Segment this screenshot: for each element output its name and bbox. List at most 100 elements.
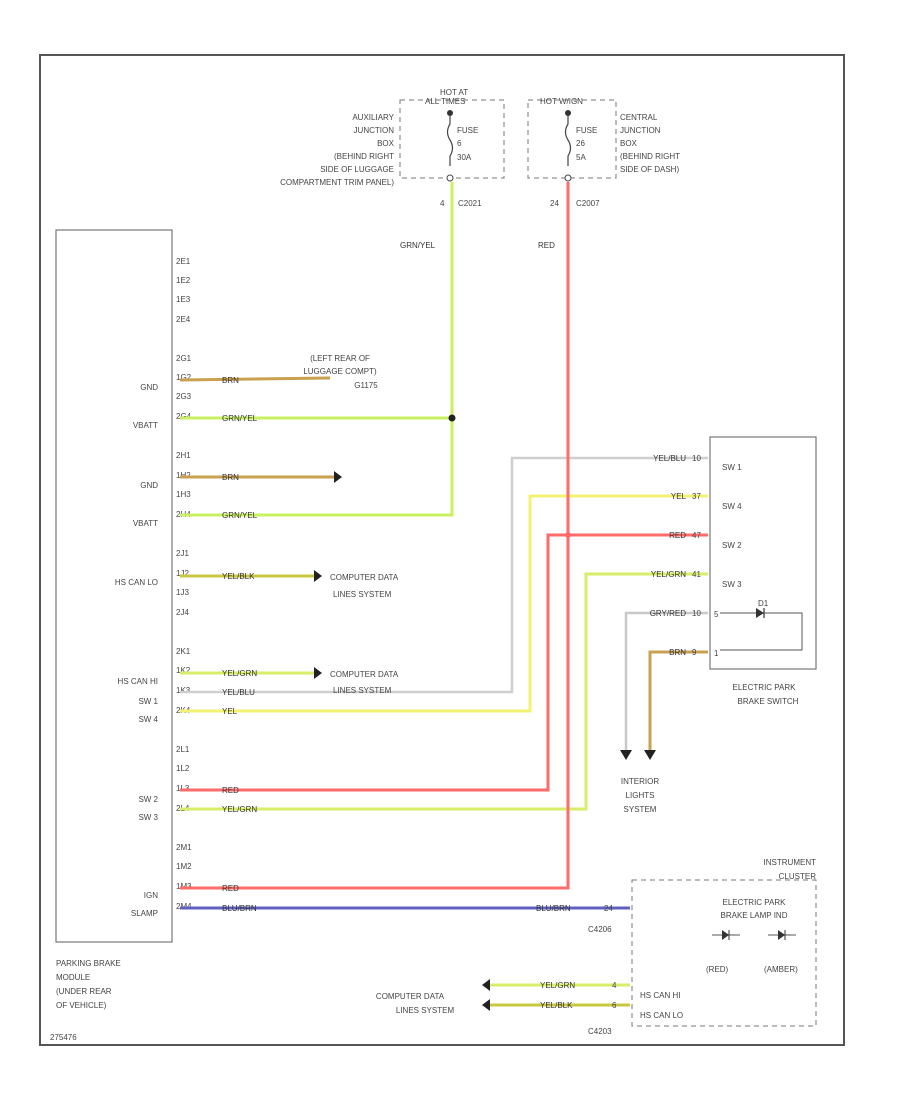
fuse-right-wire-color: RED [538, 241, 555, 250]
svg-text:1M2: 1M2 [176, 862, 192, 871]
svg-text:(LEFT REAR OF: (LEFT REAR OF [310, 354, 370, 363]
svg-text:2J4: 2J4 [176, 608, 189, 617]
svg-text:RED: RED [669, 531, 686, 540]
svg-text:2L1: 2L1 [176, 745, 190, 754]
svg-text:VBATT: VBATT [133, 519, 158, 528]
svg-text:1E3: 1E3 [176, 295, 191, 304]
svg-text:SW 1: SW 1 [138, 697, 158, 706]
switch-pin-numbers: 10 37 47 41 10 9 [692, 454, 701, 657]
wire-gryred [624, 611, 708, 752]
svg-text:YEL/GRN: YEL/GRN [222, 805, 257, 814]
svg-text:9: 9 [692, 648, 697, 657]
svg-text:1J2: 1J2 [176, 569, 189, 578]
module-caption: PARKING BRAKE MODULE (UNDER REAR OF VEHI… [56, 959, 121, 1010]
aux-location-3: BOX [377, 139, 395, 148]
svg-text:LINES SYSTEM: LINES SYSTEM [396, 1006, 455, 1015]
fuse-right-num: 26 [576, 139, 585, 148]
diode-label: D1 [758, 599, 769, 608]
wire-brn-sw [648, 650, 708, 752]
svg-text:SYSTEM: SYSTEM [624, 805, 657, 814]
svg-text:HOT AT: HOT AT [440, 88, 468, 97]
switch-pin-labels: SW 1 SW 4 SW 2 SW 3 5 1 [714, 463, 742, 658]
fuse-right-amps: 5A [576, 153, 586, 162]
svg-text:LUGGAGE COMPT): LUGGAGE COMPT) [303, 367, 377, 376]
fuse-left-num: 6 [457, 139, 462, 148]
fuse-right-name: FUSE [576, 126, 597, 135]
aux-location-2: JUNCTION [354, 126, 395, 135]
cluster-canlo-wire: YEL/BLK [540, 1001, 573, 1010]
svg-text:CLUSTER: CLUSTER [779, 872, 817, 881]
svg-text:SW 3: SW 3 [138, 813, 158, 822]
svg-text:BRN: BRN [222, 376, 239, 385]
cluster-lamp-label: ELECTRIC PARK BRAKE LAMP IND [721, 898, 788, 920]
svg-text:1G2: 1G2 [176, 373, 192, 382]
wire-sw1 [180, 456, 708, 694]
interior-lights-label: INTERIOR LIGHTS SYSTEM [621, 777, 659, 814]
lamp-red-label: (RED) [706, 965, 729, 974]
switch-diode-circuit [720, 612, 803, 651]
park-brake-switch [709, 436, 817, 670]
ground-arrow-2 [334, 471, 342, 483]
svg-text:2K1: 2K1 [176, 647, 191, 656]
svg-text:GRN/YEL: GRN/YEL [222, 511, 258, 520]
aux-location-6: COMPARTMENT TRIM PANEL) [280, 178, 394, 187]
svg-text:LINES SYSTEM: LINES SYSTEM [333, 686, 392, 695]
central-location-2: JUNCTION [620, 126, 661, 135]
cluster-can-hi: HS CAN HI [640, 991, 680, 1000]
svg-text:1K2: 1K2 [176, 666, 191, 675]
wire-gnd1 [179, 376, 331, 382]
svg-text:RED: RED [222, 884, 239, 893]
fuse-right-bottom-terminal [564, 174, 572, 182]
svg-text:2G1: 2G1 [176, 354, 192, 363]
svg-text:SW 2: SW 2 [722, 541, 742, 550]
diagram-frame [39, 54, 845, 1046]
svg-text:2J1: 2J1 [176, 549, 189, 558]
wire-sw2 [180, 533, 708, 792]
fuse-left-icon [446, 116, 454, 166]
svg-text:BRAKE LAMP IND: BRAKE LAMP IND [721, 911, 788, 920]
svg-text:1H3: 1H3 [176, 490, 191, 499]
svg-text:GND: GND [140, 383, 158, 392]
svg-text:SLAMP: SLAMP [131, 909, 158, 918]
fuse-left-header-2: ALL TIMES [425, 97, 465, 106]
parking-brake-module [55, 229, 173, 943]
svg-text:37: 37 [692, 492, 701, 501]
svg-text:1J3: 1J3 [176, 588, 189, 597]
fuse-left-pin: 4 [440, 199, 445, 208]
svg-text:IGN: IGN [144, 891, 158, 900]
svg-text:SW 4: SW 4 [138, 715, 158, 724]
svg-text:BLU/BRN: BLU/BRN [222, 904, 257, 913]
svg-text:GND: GND [140, 481, 158, 490]
svg-text:COMPUTER DATA: COMPUTER DATA [376, 992, 445, 1001]
aux-location-5: SIDE OF LUGGAGE [320, 165, 394, 174]
diagram-code: 275476 [50, 1033, 77, 1042]
svg-text:ELECTRIC PARK: ELECTRIC PARK [723, 898, 787, 907]
computer-data-label-2: COMPUTER DATA LINES SYSTEM [330, 670, 399, 695]
fuse-left-top-terminal [447, 110, 453, 116]
central-junction-box [527, 99, 617, 179]
cluster-title: INSTRUMENT CLUSTER [764, 858, 817, 881]
svg-text:(UNDER REAR: (UNDER REAR [56, 987, 112, 996]
wire-sw4 [180, 494, 708, 713]
svg-text:YEL: YEL [671, 492, 687, 501]
central-location-3: BOX [620, 139, 638, 148]
svg-text:2H1: 2H1 [176, 451, 191, 460]
fuse-left-connector: C2021 [458, 199, 482, 208]
svg-text:YEL/BLK: YEL/BLK [222, 572, 255, 581]
svg-text:SW 1: SW 1 [722, 463, 742, 472]
wire-sw3 [180, 572, 708, 811]
wire-labels: BRN GRN/YEL BRN GRN/YEL YEL/BLK YEL/GRN … [222, 376, 258, 913]
cluster-canhi-pin: 4 [612, 981, 617, 990]
splice-red [565, 532, 571, 538]
fuse-right-icon [564, 116, 572, 166]
svg-text:LINES SYSTEM: LINES SYSTEM [333, 590, 392, 599]
cluster-canhi-arrow [482, 979, 490, 991]
svg-text:SW 2: SW 2 [138, 795, 158, 804]
svg-text:OF VEHICLE): OF VEHICLE) [56, 1001, 107, 1010]
svg-text:LIGHTS: LIGHTS [626, 791, 655, 800]
cluster-slamp-pin: 24 [604, 904, 613, 913]
svg-text:2E4: 2E4 [176, 315, 191, 324]
fuse-left-bottom-terminal [446, 174, 454, 182]
fuse-left-name: FUSE [457, 126, 478, 135]
